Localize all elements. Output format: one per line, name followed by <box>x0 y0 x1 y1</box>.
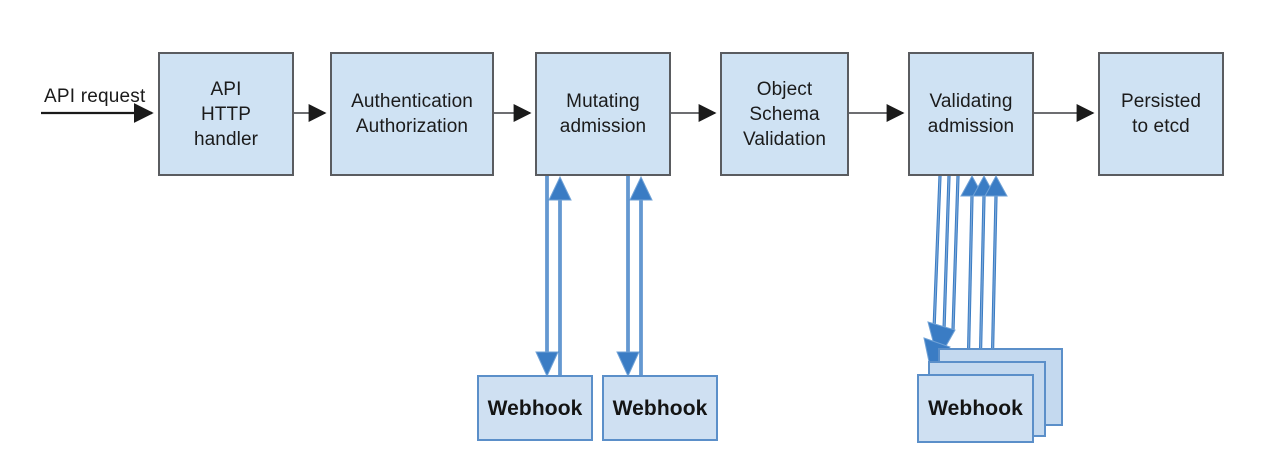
connector-mutating-response-webhook-2 <box>629 175 653 375</box>
node-label: Authentication Authorization <box>351 91 473 137</box>
webhook-label: Webhook <box>487 396 583 420</box>
connector-mutating-response-webhook-1 <box>548 175 572 375</box>
entry-label: API request <box>44 86 146 107</box>
node-authentication-authorization[interactable]: Authentication Authorization <box>330 52 494 176</box>
node-validating-admission[interactable]: Validating admission <box>908 52 1034 176</box>
connector-validating-call-webhooks <box>923 175 960 378</box>
node-mutating-admission[interactable]: Mutating admission <box>535 52 671 176</box>
webhook-mutating-2[interactable]: Webhook <box>602 375 718 441</box>
webhook-validating[interactable]: Webhook <box>917 374 1034 443</box>
webhook-label: Webhook <box>928 397 1023 420</box>
webhook-label: Webhook <box>612 396 708 420</box>
node-label: Validating admission <box>927 91 1015 137</box>
node-persisted-to-etcd[interactable]: Persisted to etcd <box>1098 52 1224 176</box>
node-label: API HTTP handler <box>193 78 259 150</box>
node-label: Object Schema Validation <box>742 78 827 150</box>
connector-mutating-call-webhook-1 <box>535 176 559 378</box>
node-label: Mutating admission <box>559 91 647 137</box>
node-label: Persisted to etcd <box>1120 91 1202 137</box>
node-api-http-handler[interactable]: API HTTP handler <box>158 52 294 176</box>
connector-validating-response-webhooks <box>960 174 1008 377</box>
node-object-schema-validation[interactable]: Object Schema Validation <box>720 52 849 176</box>
webhook-mutating-1[interactable]: Webhook <box>477 375 593 441</box>
connector-mutating-call-webhook-2 <box>616 176 640 378</box>
